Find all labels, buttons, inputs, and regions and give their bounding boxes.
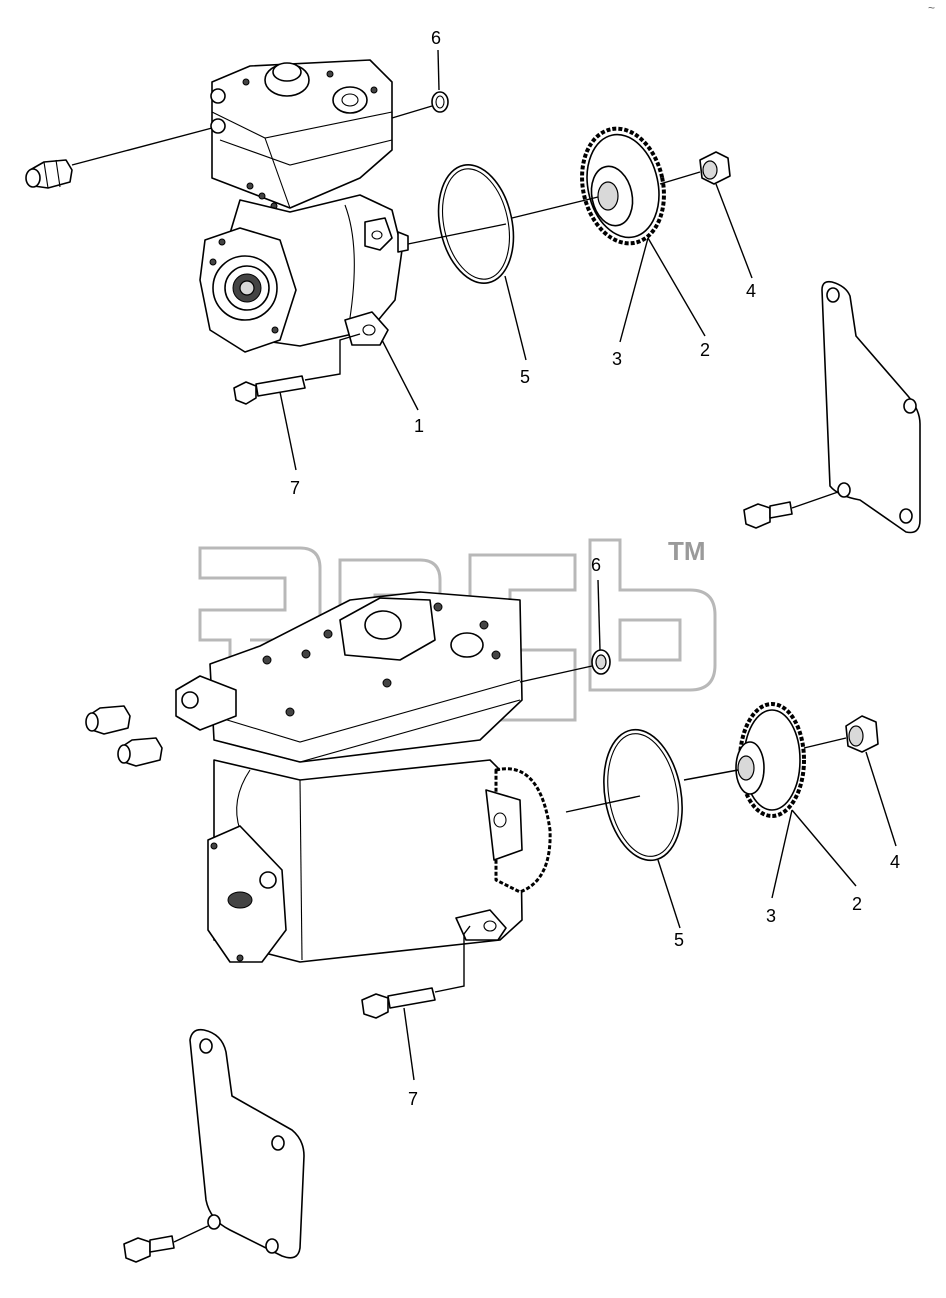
upper-callout-2: 2	[700, 340, 710, 360]
corner-mark: ~	[928, 1, 935, 15]
lower-part-5-oring	[603, 728, 683, 862]
lower-fitting-b	[117, 737, 163, 767]
upper-callout-3: 3	[612, 349, 622, 369]
upper-part-2-3-gear	[580, 126, 666, 246]
upper-fitting	[25, 159, 73, 189]
left-cover-plate	[189, 1028, 305, 1259]
upper-callout-6: 6	[431, 28, 441, 48]
lower-assembly: 6 5 3 2 4 7	[85, 555, 900, 1109]
lower-part-2-3-gear	[735, 702, 806, 818]
right-plate-bolt	[743, 501, 793, 529]
lower-callout-7: 7	[408, 1089, 418, 1109]
lower-part-6-seal	[591, 649, 611, 675]
upper-callout-4: 4	[746, 281, 756, 301]
lower-fitting-a	[85, 705, 131, 735]
lower-callout-6: 6	[591, 555, 601, 575]
upper-part-5-oring	[437, 164, 515, 284]
lower-compressor	[175, 591, 552, 963]
upper-callout-7: 7	[290, 478, 300, 498]
upper-callout-1: 1	[414, 416, 424, 436]
watermark-tm: TM	[668, 536, 706, 566]
lower-callout-2: 2	[852, 894, 862, 914]
lower-part-4-nut	[845, 715, 879, 753]
upper-part-4-nut	[699, 151, 731, 185]
upper-part-6-seal	[431, 91, 449, 113]
upper-compressor	[199, 59, 409, 353]
lower-part-7-bolt	[361, 987, 436, 1019]
upper-assembly: 6 5 3 2 4 7	[25, 28, 756, 498]
upper-callout-5: 5	[520, 367, 530, 387]
left-plate-bolt	[123, 1235, 175, 1263]
upper-part-7-bolt	[233, 375, 306, 405]
right-cover-plate	[821, 280, 921, 534]
lower-callout-5: 5	[674, 930, 684, 950]
lower-callout-3: 3	[766, 906, 776, 926]
lower-callout-4: 4	[890, 852, 900, 872]
